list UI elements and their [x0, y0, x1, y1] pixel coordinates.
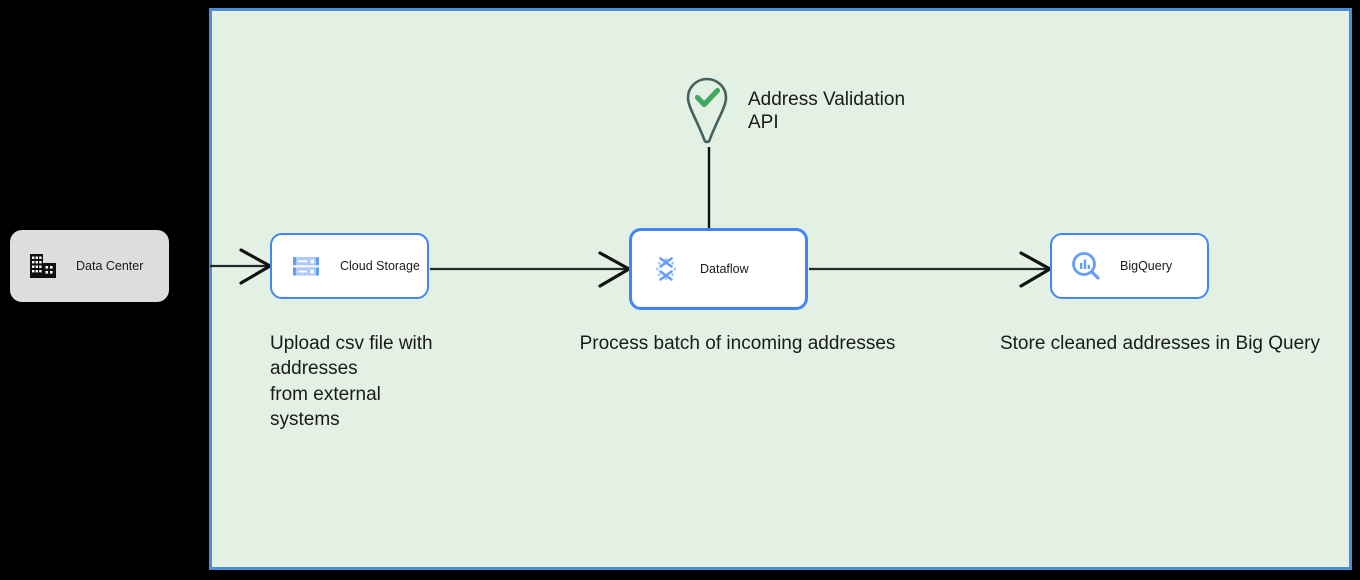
- bigquery-icon: [1070, 250, 1102, 282]
- dataflow-icon: [650, 253, 682, 285]
- caption-upload: Upload csv file with addresses from exte…: [270, 333, 433, 430]
- caption-store: Store cleaned addresses in Big Query: [999, 333, 1320, 354]
- caption-process: Process batch of incoming addresses: [579, 333, 896, 354]
- map-pin-check-icon: [684, 76, 730, 146]
- node-cloud-storage-label: Cloud Storage: [340, 258, 420, 273]
- node-bigquery[interactable]: BigQuery: [1050, 233, 1209, 299]
- node-data-center[interactable]: Data Center: [10, 230, 169, 302]
- node-dataflow[interactable]: Dataflow: [629, 228, 808, 310]
- node-data-center-label: Data Center: [76, 258, 144, 273]
- data-center-icon: [28, 251, 58, 281]
- node-address-validation-api-label: Address Validation API: [748, 89, 906, 134]
- node-address-validation-api[interactable]: Address Validation API: [684, 76, 905, 146]
- cloud-storage-icon: [290, 250, 322, 282]
- node-bigquery-label: BigQuery: [1120, 258, 1173, 273]
- node-cloud-storage[interactable]: Cloud Storage: [270, 233, 429, 299]
- node-dataflow-label: Dataflow: [700, 261, 749, 276]
